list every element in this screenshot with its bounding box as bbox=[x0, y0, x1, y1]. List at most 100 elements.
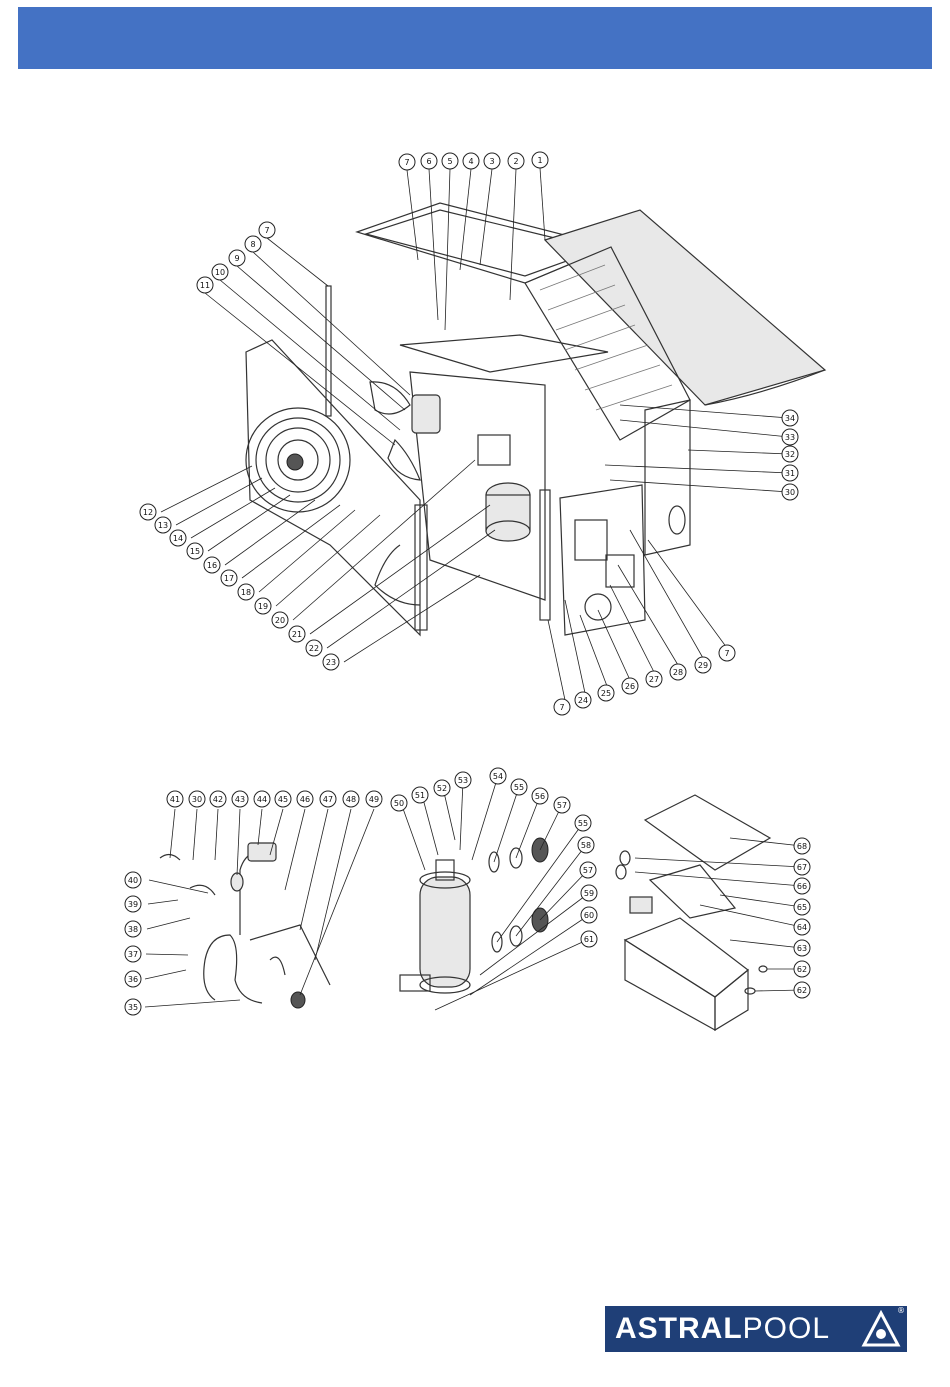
part-callout-55: 55 bbox=[575, 815, 591, 831]
part-callout-29: 29 bbox=[695, 657, 711, 673]
part-callout-10: 10 bbox=[212, 264, 228, 280]
part-callout-33: 33 bbox=[782, 429, 798, 445]
part-callout-55: 55 bbox=[511, 779, 527, 795]
part-callout-58: 58 bbox=[578, 837, 594, 853]
callout-number: 45 bbox=[278, 795, 288, 804]
part-callout-7: 7 bbox=[399, 154, 415, 170]
part-callout-44: 44 bbox=[254, 791, 270, 807]
callout-number: 7 bbox=[404, 158, 409, 167]
part-callout-17: 17 bbox=[221, 570, 237, 586]
part-callout-31: 31 bbox=[782, 465, 798, 481]
part-callout-47: 47 bbox=[320, 791, 336, 807]
part-callout-41: 41 bbox=[167, 791, 183, 807]
part-callout-25: 25 bbox=[598, 685, 614, 701]
part-callout-16: 16 bbox=[204, 557, 220, 573]
callout-number: 57 bbox=[583, 866, 593, 875]
callout-number: 44 bbox=[257, 795, 267, 804]
main-unit-drawing bbox=[246, 203, 825, 635]
part-callout-40: 40 bbox=[125, 872, 141, 888]
part-callout-51: 51 bbox=[412, 787, 428, 803]
callout-number: 47 bbox=[323, 795, 333, 804]
part-callout-12: 12 bbox=[140, 504, 156, 520]
part-callout-19: 19 bbox=[255, 598, 271, 614]
callout-number: 10 bbox=[215, 268, 225, 277]
part-callout-65: 65 bbox=[794, 899, 810, 915]
part-callout-61: 61 bbox=[581, 931, 597, 947]
callout-number: 55 bbox=[514, 783, 524, 792]
callout-number: 7 bbox=[559, 703, 564, 712]
part-callout-28: 28 bbox=[670, 664, 686, 680]
part-callout-45: 45 bbox=[275, 791, 291, 807]
callout-number: 58 bbox=[581, 841, 591, 850]
part-callout-14: 14 bbox=[170, 530, 186, 546]
part-callout-48: 48 bbox=[343, 791, 359, 807]
callout-number: 28 bbox=[673, 668, 683, 677]
part-callout-7: 7 bbox=[259, 222, 275, 238]
part-callout-34: 34 bbox=[782, 410, 798, 426]
part-callout-66: 66 bbox=[794, 878, 810, 894]
part-callout-6: 6 bbox=[421, 153, 437, 169]
callout-number: 18 bbox=[241, 588, 251, 597]
callout-number: 27 bbox=[649, 675, 659, 684]
part-callout-23: 23 bbox=[323, 654, 339, 670]
callout-number: 17 bbox=[224, 574, 234, 583]
callout-number: 7 bbox=[264, 226, 269, 235]
callout-number: 24 bbox=[578, 696, 588, 705]
part-callout-50: 50 bbox=[391, 795, 407, 811]
part-callout-7: 7 bbox=[554, 699, 570, 715]
callout-number: 23 bbox=[326, 658, 336, 667]
callout-number: 52 bbox=[437, 784, 447, 793]
callout-number: 1 bbox=[537, 156, 542, 165]
callout-number: 14 bbox=[173, 534, 183, 543]
callout-number: 65 bbox=[797, 903, 807, 912]
part-callout-64: 64 bbox=[794, 919, 810, 935]
callout-number: 46 bbox=[300, 795, 310, 804]
part-callout-2: 2 bbox=[508, 153, 524, 169]
part-callout-39: 39 bbox=[125, 896, 141, 912]
callout-number: 53 bbox=[458, 776, 468, 785]
callout-number: 66 bbox=[797, 882, 807, 891]
part-callout-9: 9 bbox=[229, 250, 245, 266]
part-callout-4: 4 bbox=[463, 153, 479, 169]
part-callout-57: 57 bbox=[554, 797, 570, 813]
callout-number: 67 bbox=[797, 863, 807, 872]
part-callout-22: 22 bbox=[306, 640, 322, 656]
callout-number: 26 bbox=[625, 682, 635, 691]
callout-number: 13 bbox=[158, 521, 168, 530]
callout-number: 56 bbox=[535, 792, 545, 801]
part-callout-8: 8 bbox=[245, 236, 261, 252]
part-callout-53: 53 bbox=[455, 772, 471, 788]
part-callout-18: 18 bbox=[238, 584, 254, 600]
callout-number: 15 bbox=[190, 547, 200, 556]
callout-number: 31 bbox=[785, 469, 795, 478]
part-callout-59: 59 bbox=[581, 885, 597, 901]
part-callout-38: 38 bbox=[125, 921, 141, 937]
part-callout-13: 13 bbox=[155, 517, 171, 533]
part-callout-49: 49 bbox=[366, 791, 382, 807]
callout-number: 32 bbox=[785, 450, 795, 459]
part-callout-52: 52 bbox=[434, 780, 450, 796]
part-callout-67: 67 bbox=[794, 859, 810, 875]
callout-number: 60 bbox=[584, 911, 594, 920]
part-callout-36: 36 bbox=[125, 971, 141, 987]
callout-number: 12 bbox=[143, 508, 153, 517]
part-callout-62: 62 bbox=[794, 982, 810, 998]
callout-number: 49 bbox=[369, 795, 379, 804]
astralpool-triangle-icon bbox=[861, 1310, 901, 1348]
callout-number: 62 bbox=[797, 965, 807, 974]
logo-wordmark: ASTRALPOOL bbox=[615, 1312, 830, 1346]
callout-number: 8 bbox=[250, 240, 255, 249]
part-callout-11: 11 bbox=[197, 277, 213, 293]
callout-number: 48 bbox=[346, 795, 356, 804]
callout-number: 34 bbox=[785, 414, 795, 423]
part-callout-68: 68 bbox=[794, 838, 810, 854]
callout-number: 55 bbox=[578, 819, 588, 828]
callout-number: 20 bbox=[275, 616, 285, 625]
astralpool-logo: ASTRALPOOL ® bbox=[605, 1306, 907, 1352]
callout-number: 30 bbox=[785, 488, 795, 497]
part-callout-3: 3 bbox=[484, 153, 500, 169]
callout-number: 29 bbox=[698, 661, 708, 670]
callout-number: 40 bbox=[128, 876, 138, 885]
callout-number: 33 bbox=[785, 433, 795, 442]
callout-number: 57 bbox=[557, 801, 567, 810]
